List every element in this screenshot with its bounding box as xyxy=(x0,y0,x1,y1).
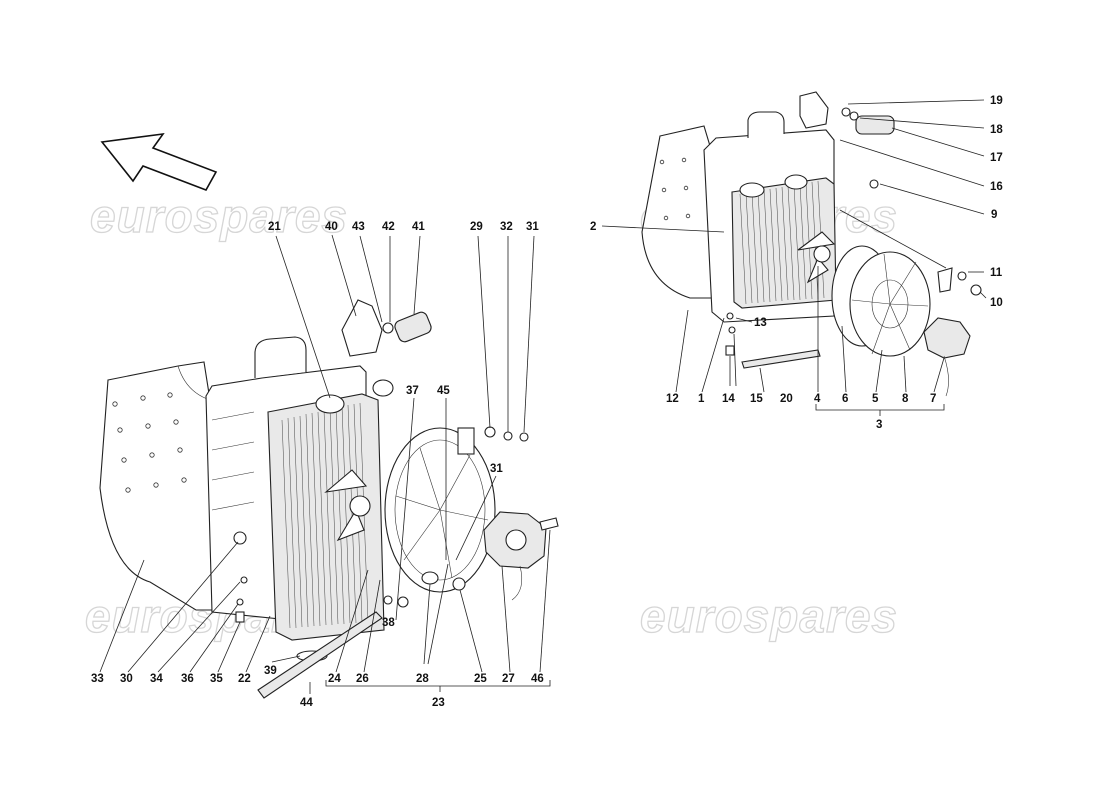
air-duct-right xyxy=(641,125,713,299)
mount-bracket xyxy=(341,299,383,357)
nut-14 xyxy=(725,345,735,356)
callout-1: 1 xyxy=(698,393,705,405)
callout-16: 16 xyxy=(990,181,1003,193)
screw-13 xyxy=(726,312,734,320)
left-radiator-assembly xyxy=(99,299,559,699)
watermark-top-left: eurospares xyxy=(90,190,348,242)
callout-18: 18 xyxy=(990,124,1003,136)
right-leader-lines xyxy=(601,99,987,416)
callout-14: 14 xyxy=(722,393,735,405)
frame-handle-right xyxy=(747,111,785,138)
bolt-29 xyxy=(484,426,496,438)
right-radiator-assembly xyxy=(641,91,982,397)
clip-bracket-right xyxy=(937,267,953,293)
screw-46 xyxy=(539,517,559,531)
washer-15 xyxy=(728,326,736,334)
seal-strip xyxy=(257,611,383,699)
callout-6: 6 xyxy=(842,393,848,405)
callout-34: 34 xyxy=(150,673,163,685)
callout-29: 29 xyxy=(470,221,483,233)
callout-35: 35 xyxy=(210,673,223,685)
callout-2: 2 xyxy=(590,221,596,233)
callout-27: 27 xyxy=(502,673,515,685)
fan-motor-right xyxy=(923,317,971,359)
callout-3: 3 xyxy=(876,419,882,431)
screw-34 xyxy=(240,576,248,584)
callout-25: 25 xyxy=(474,673,487,685)
bolt-9 xyxy=(869,179,879,189)
callout-20: 20 xyxy=(780,393,793,405)
callout-8: 8 xyxy=(902,393,909,405)
frame-handle xyxy=(254,336,307,378)
callout-30: 30 xyxy=(120,673,133,685)
fan-spokes-right xyxy=(851,253,929,355)
left-callout-labels: 21 40 43 42 41 29 32 31 37 45 31 33 30 3… xyxy=(91,221,544,709)
callout-31-top: 31 xyxy=(526,221,539,233)
washer-11 xyxy=(957,271,967,281)
callout-42: 42 xyxy=(382,221,395,233)
nut-10 xyxy=(970,284,982,296)
callout-12: 12 xyxy=(666,393,679,405)
nut-31 xyxy=(519,432,529,442)
clip-36 xyxy=(236,598,244,606)
callout-11: 11 xyxy=(990,267,1003,279)
callout-37: 37 xyxy=(406,385,419,397)
callout-26: 26 xyxy=(356,673,369,685)
callout-40: 40 xyxy=(325,221,338,233)
callout-38: 38 xyxy=(382,617,395,629)
callout-45: 45 xyxy=(437,385,450,397)
callout-28: 28 xyxy=(416,673,429,685)
washer-32 xyxy=(503,431,513,441)
radiator-core xyxy=(267,393,385,641)
motor-wire xyxy=(511,565,523,601)
callout-32: 32 xyxy=(500,221,513,233)
callout-7: 7 xyxy=(930,393,936,405)
mount-bracket-right xyxy=(799,91,829,129)
seal-strip-right xyxy=(741,349,821,369)
duct-holes-right xyxy=(659,157,691,221)
callout-4: 4 xyxy=(814,393,821,405)
nut-38-a xyxy=(383,595,393,605)
callout-23: 23 xyxy=(432,697,445,709)
callout-39: 39 xyxy=(264,665,277,677)
right-callout-labels: 19 18 17 16 9 2 11 10 13 12 1 14 15 20 4… xyxy=(590,95,1003,431)
washer-28 xyxy=(421,571,439,585)
motor-wire-right xyxy=(943,355,949,397)
callout-17: 17 xyxy=(990,152,1003,164)
duct-holes xyxy=(112,392,187,493)
callout-10: 10 xyxy=(990,297,1003,309)
callout-41: 41 xyxy=(412,221,425,233)
callout-33: 33 xyxy=(91,673,104,685)
nut-38-b xyxy=(397,596,409,608)
callout-13: 13 xyxy=(754,317,767,329)
callout-24: 24 xyxy=(328,673,341,685)
callout-46: 46 xyxy=(531,673,544,685)
callout-31-mid: 31 xyxy=(490,463,503,475)
callout-43: 43 xyxy=(352,221,365,233)
direction-arrow-icon xyxy=(100,132,218,191)
callout-15: 15 xyxy=(750,393,763,405)
grommet-35 xyxy=(235,611,245,623)
callout-36: 36 xyxy=(181,673,194,685)
callout-19: 19 xyxy=(990,95,1003,107)
watermark-bottom-right: eurospares xyxy=(640,590,898,642)
fan-blade xyxy=(324,469,368,542)
screw-25 xyxy=(452,577,466,591)
radiator-fins-right xyxy=(739,180,825,305)
callout-9: 9 xyxy=(991,209,997,221)
left-leader-lines xyxy=(99,234,551,694)
callout-22: 22 xyxy=(238,673,251,685)
radiator-outlet-pipe xyxy=(372,379,394,397)
rubber-pad-right xyxy=(855,115,895,135)
fitting-30 xyxy=(233,531,247,545)
callout-44: 44 xyxy=(300,697,313,709)
callout-21: 21 xyxy=(268,221,281,233)
rubber-pad xyxy=(394,311,432,343)
callout-5: 5 xyxy=(872,393,879,405)
bracket-45 xyxy=(457,427,475,455)
radiator-inlet-pipe xyxy=(315,394,345,414)
